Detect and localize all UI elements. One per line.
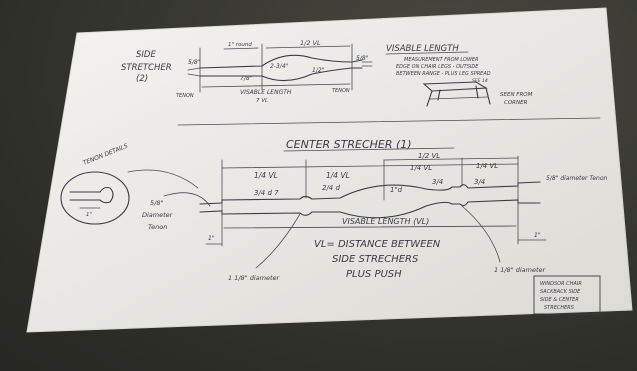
- title-block-line3: SIDE & CENTER: [540, 297, 579, 303]
- side-stretcher-title-3: (2): [136, 74, 148, 84]
- center-dim-q1: 1/4 VL: [254, 171, 278, 180]
- center-dim-b: 2/4 d: [322, 184, 340, 192]
- title-block-line1: WINDSOR CHAIR: [540, 281, 582, 287]
- chair-caption-2: CORNER: [504, 100, 528, 106]
- center-dim-half: 1/2 VL: [418, 152, 440, 160]
- side-dim-left: 5/8": [188, 59, 201, 66]
- vl-definition-1: VL= DISTANCE BETWEEN: [314, 239, 441, 250]
- chair-sketch: [422, 81, 491, 107]
- center-diam-right: 1 1/8" diameter: [494, 266, 547, 274]
- side-dim-right: 5/8": [356, 55, 369, 62]
- center-stretcher-drawing: [199, 155, 547, 247]
- center-dim-a: 3/4 d 7: [254, 189, 279, 197]
- side-dim-top-right: 1/2 VL: [300, 39, 321, 47]
- tenon-detail-arrow: [127, 169, 199, 189]
- visable-length-line2: EDGE ON CHAIR LEGS - OUTSIDE: [396, 64, 479, 70]
- side-tenon-right: TENON: [332, 88, 350, 94]
- title-block-line2: SACKBACK SIDE: [540, 289, 581, 295]
- center-dim-c: 1"d: [390, 186, 403, 194]
- side-stretcher-title-2: STRETCHER: [121, 63, 172, 73]
- center-dim-d: 3/4: [432, 178, 443, 186]
- center-dim-q4: 1/4 VL: [476, 162, 498, 170]
- side-tenon-left: TENON: [176, 93, 194, 99]
- center-small-left: 1": [208, 235, 215, 242]
- title-block-box: [533, 275, 601, 315]
- side-dim-mid1: 2-3/4": [270, 63, 289, 70]
- center-left-tenon-3: Tenon: [148, 223, 167, 231]
- center-dim-e: 3/4: [474, 178, 485, 186]
- center-dim-q3: 1/4 VL: [410, 164, 432, 172]
- side-stretcher-title-1: SIDE: [136, 50, 156, 60]
- visable-length-line3: BETWEEN RANGE - PLUS LEG SPREAD: [396, 71, 491, 77]
- side-stretcher-drawing: [187, 43, 373, 93]
- divider-line: [177, 117, 601, 126]
- center-left-tenon-2: Diameter: [142, 211, 174, 219]
- side-dim-mid2: 7/8": [240, 75, 253, 82]
- center-left-tenon-1: 5/8": [150, 199, 163, 207]
- vl-definition-3: PLUS PUSH: [346, 269, 402, 280]
- chair-caption-1: SEEN FROM: [500, 92, 533, 98]
- center-stretcher-title: CENTER STRECHER (1): [286, 138, 412, 151]
- center-dim-q2: 1/4 VL: [326, 171, 350, 180]
- center-small-right: 1": [534, 232, 541, 239]
- visable-length-heading: VISABLE LENGTH: [386, 44, 459, 54]
- leader-line-tenon: [163, 192, 211, 207]
- center-diam-left: 1 1/8" diameter: [228, 274, 281, 282]
- side-length-sub: 7 VL: [256, 98, 268, 104]
- tenon-detail-circle: [60, 171, 130, 225]
- leader-line-left: [255, 213, 301, 269]
- title-block-line4: STRECHERS: [544, 305, 575, 311]
- side-dim-mid3: 1/2": [312, 67, 325, 74]
- vl-definition-2: SIDE STRECHERS: [332, 254, 419, 265]
- center-length-label: VISABLE LENGTH (VL): [342, 217, 429, 226]
- visable-length-line1: MEASUREMENT FROM LOWER: [404, 57, 479, 63]
- visable-length-line4: SEE 14: [472, 78, 488, 84]
- tenon-detail-dim: 1": [86, 212, 92, 218]
- side-dim-top-left: 1" round: [228, 42, 252, 48]
- leader-line-right: [461, 205, 501, 263]
- center-right-tenon: 5/8" diameter Tenon: [546, 175, 608, 182]
- side-length-label: VISABLE LENGTH: [240, 89, 292, 96]
